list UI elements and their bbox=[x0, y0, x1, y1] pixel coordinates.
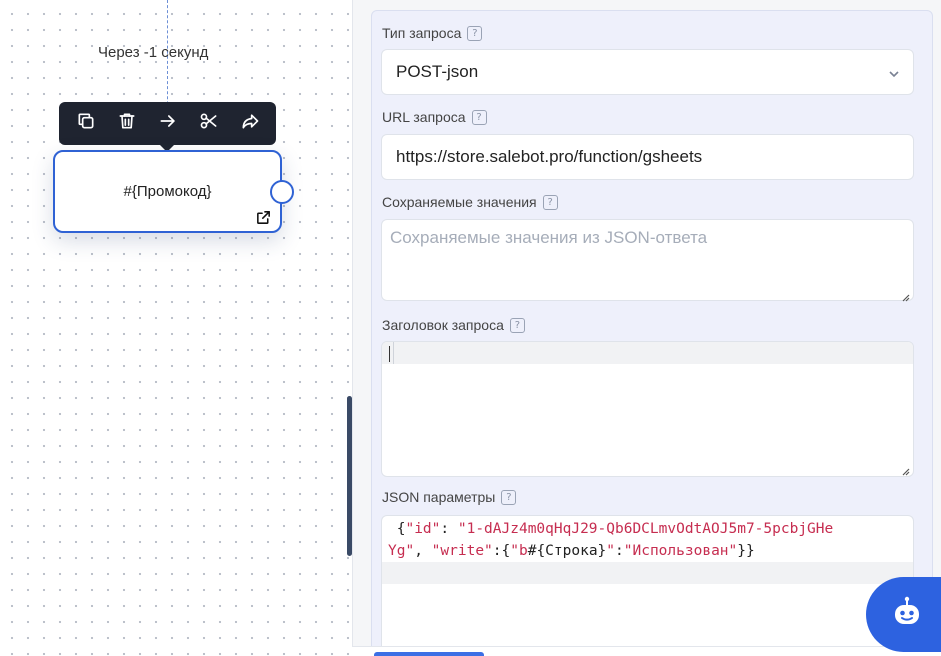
share-button[interactable] bbox=[232, 106, 268, 142]
active-line bbox=[382, 342, 913, 364]
request-type-value: POST-json bbox=[396, 62, 479, 81]
panel-footer bbox=[352, 646, 941, 656]
url-value: https://store.salebot.pro/function/gshee… bbox=[396, 147, 703, 166]
delay-label: Через -1 секунд bbox=[98, 44, 209, 61]
json-key: "id" bbox=[405, 521, 441, 537]
json-key: " bbox=[606, 543, 616, 559]
help-icon[interactable]: ? bbox=[501, 489, 517, 505]
saved-values-placeholder: Сохраняемые значения из JSON-ответа bbox=[390, 228, 708, 247]
json-string: "1-dAJz4m0qHqJ29-Qb6DCLmvOdtAOJ5m7-5pcbj… bbox=[388, 521, 834, 559]
block-node[interactable]: #{Промокод} bbox=[53, 150, 294, 233]
request-form: Тип запроса ? POST-json URL запроса ? ht… bbox=[371, 10, 933, 656]
request-header-label: Заголовок запроса ? bbox=[382, 317, 525, 333]
help-icon[interactable]: ? bbox=[509, 317, 525, 333]
flow-canvas[interactable]: Через -1 секунд # bbox=[0, 0, 352, 656]
active-line bbox=[382, 562, 913, 584]
url-input[interactable]: https://store.salebot.pro/function/gshee… bbox=[381, 134, 914, 180]
saved-values-label: Сохраняемые значения ? bbox=[382, 194, 558, 210]
json-params-label-text: JSON параметры bbox=[382, 489, 496, 505]
json-token: , bbox=[414, 543, 432, 559]
share-icon bbox=[240, 111, 260, 136]
copy-button[interactable] bbox=[68, 106, 104, 142]
text-cursor bbox=[389, 346, 390, 362]
request-type-label: Тип запроса ? bbox=[382, 25, 483, 41]
help-icon[interactable]: ? bbox=[467, 25, 483, 41]
saved-values-textarea[interactable]: Сохраняемые значения из JSON-ответа bbox=[381, 219, 914, 302]
json-token: }} bbox=[737, 543, 755, 559]
request-header-label-text: Заголовок запроса bbox=[382, 317, 504, 333]
robot-icon bbox=[889, 594, 925, 635]
node-output-port[interactable] bbox=[270, 180, 294, 204]
settings-panel: Тип запроса ? POST-json URL запроса ? ht… bbox=[352, 0, 941, 656]
cut-button[interactable] bbox=[191, 106, 227, 142]
request-type-label-text: Тип запроса bbox=[382, 25, 462, 41]
node-toolbar bbox=[59, 102, 276, 145]
json-key: "b bbox=[510, 543, 528, 559]
canvas-scrollbar[interactable] bbox=[347, 396, 352, 556]
request-header-editor[interactable] bbox=[381, 341, 914, 477]
url-label: URL запроса ? bbox=[382, 109, 487, 125]
editor-gutter bbox=[382, 342, 394, 364]
arrow-right-icon bbox=[158, 111, 178, 136]
json-params-editor[interactable]: {"id": "1-dAJz4m0qHqJ29-Qb6DCLmvOdtAOJ5m… bbox=[381, 515, 914, 656]
connector-line bbox=[167, 0, 168, 150]
toolbar-pointer bbox=[160, 145, 174, 152]
json-params-label: JSON параметры ? bbox=[382, 489, 517, 505]
scissors-icon bbox=[199, 111, 219, 136]
request-type-select[interactable]: POST-json bbox=[381, 49, 914, 95]
chevron-down-icon bbox=[887, 66, 901, 80]
resize-handle-icon[interactable] bbox=[900, 463, 910, 476]
trash-icon bbox=[117, 111, 137, 136]
json-string: "Использован" bbox=[623, 543, 738, 559]
url-label-text: URL запроса bbox=[382, 109, 466, 125]
delete-button[interactable] bbox=[109, 106, 145, 142]
json-token: :{ bbox=[492, 543, 511, 559]
assistant-bot-button[interactable] bbox=[866, 577, 941, 652]
json-code: {"id": "1-dAJz4m0qHqJ29-Qb6DCLmvOdtAOJ5m… bbox=[388, 518, 838, 562]
open-external-icon[interactable] bbox=[255, 209, 272, 226]
json-variable: #{Строка} bbox=[527, 543, 607, 559]
node-text: #{Промокод} bbox=[123, 183, 212, 200]
footer-tab[interactable] bbox=[374, 652, 484, 656]
json-token: { bbox=[388, 521, 406, 537]
copy-icon bbox=[76, 111, 96, 136]
json-token: : bbox=[440, 521, 458, 537]
json-token: : bbox=[615, 543, 624, 559]
saved-values-label-text: Сохраняемые значения bbox=[382, 194, 537, 210]
connect-button[interactable] bbox=[150, 106, 186, 142]
resize-handle-icon[interactable] bbox=[900, 287, 910, 302]
help-icon[interactable]: ? bbox=[471, 109, 487, 125]
json-key: "write" bbox=[431, 543, 493, 559]
help-icon[interactable]: ? bbox=[542, 194, 558, 210]
